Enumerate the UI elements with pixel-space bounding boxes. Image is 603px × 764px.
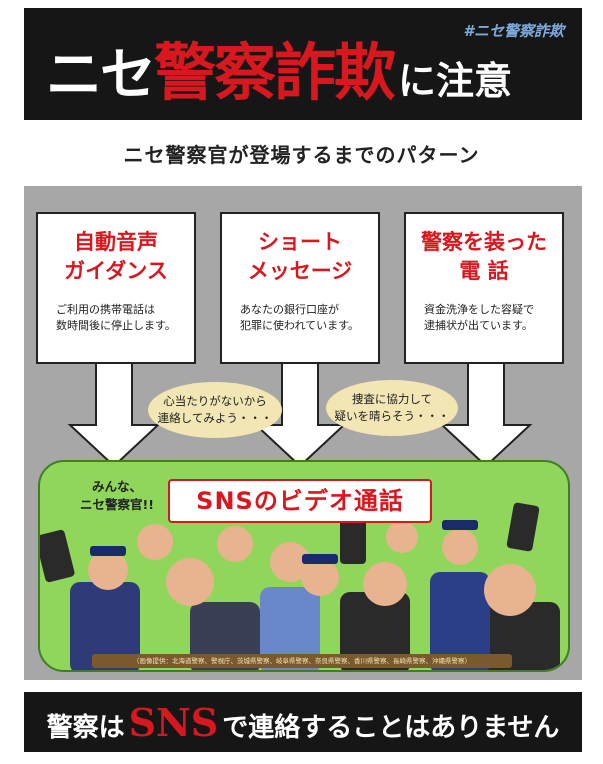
- thought-bubble-1: 心当たりがないから 連絡してみよう・・・: [148, 382, 282, 438]
- footer-text-c: で連絡することはありません: [222, 713, 560, 743]
- image-credits: （画像提供：北海道警察、警視庁、茨城県警察、岐阜県警察、奈良県警察、香川県警察、…: [92, 654, 512, 668]
- cheer-caption: みんな、 ニセ警察官!!: [80, 479, 154, 512]
- title-suffix: に注意: [398, 59, 513, 103]
- footer-text-sns: SNS: [128, 700, 219, 745]
- pattern-text: ご利用の携帯電話は 数時間後に停止します。: [56, 303, 176, 332]
- pattern-text: あなたの銀行口座が 犯罪に使われています。: [240, 303, 360, 332]
- pattern-title: ショート メッセージ: [247, 230, 353, 283]
- pattern-title: 警察を装った 電 話: [421, 230, 547, 283]
- title-main: 警察詐欺: [154, 36, 396, 109]
- title-prefix: ニセ: [46, 43, 156, 108]
- pattern-box-short-message: ショート メッセージ あなたの銀行口座が 犯罪に使われています。: [220, 212, 380, 364]
- footer-text-a: 警察は: [46, 713, 125, 743]
- pattern-box-fake-police-call: 警察を装った 電 話 資金洗浄をした容疑で 逮捕状が出ています。: [404, 212, 564, 364]
- video-call-label: SNSのビデオ通話: [168, 479, 432, 523]
- pattern-box-auto-voice: 自動音声 ガイダンス ご利用の携帯電話は 数時間後に停止します。: [36, 212, 196, 364]
- pattern-text: 資金洗浄をした容疑で 逮捕状が出ています。: [424, 303, 534, 332]
- subtitle: ニセ警察官が登場するまでのパターン: [123, 143, 480, 167]
- page-title: ニセ警察詐欺に注意: [46, 22, 512, 112]
- pattern-title: 自動音声 ガイダンス: [64, 230, 168, 283]
- fake-officers-illustration: [40, 502, 560, 670]
- thought-bubble-2: 捜査に協力して 疑いを晴らそう・・・: [326, 380, 458, 436]
- hashtag: #ニセ警察詐欺: [463, 22, 564, 40]
- fake-officer-group: [70, 572, 560, 670]
- title-banner: ニセ警察詐欺に注意 #ニセ警察詐欺: [24, 8, 582, 120]
